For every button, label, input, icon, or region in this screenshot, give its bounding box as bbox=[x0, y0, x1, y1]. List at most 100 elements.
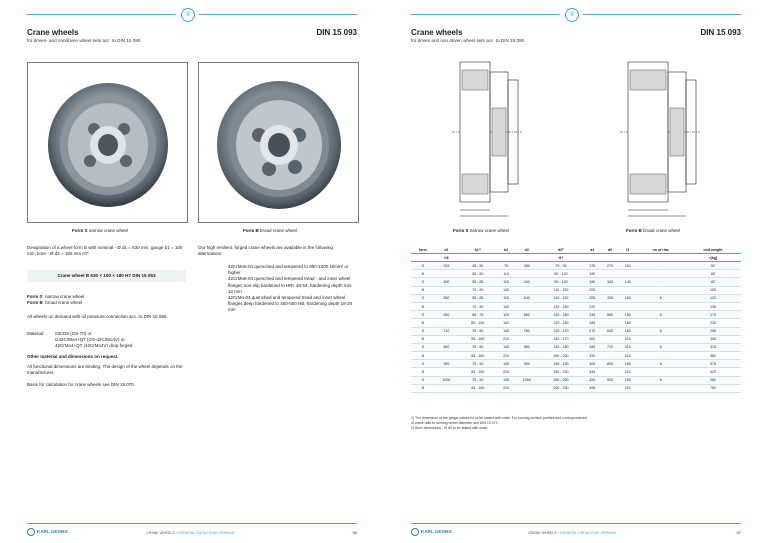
table-cell: 630 bbox=[601, 327, 619, 336]
table-cell: 45 - 50 bbox=[458, 261, 498, 271]
table-cell: 65 bbox=[684, 269, 741, 279]
table-cell: 540 bbox=[514, 294, 539, 303]
forged-alternatives: 42CrMo5-04 quenched and tempered to 850-… bbox=[228, 264, 353, 313]
drawing-caption: Form B broad crane wheel bbox=[626, 228, 681, 233]
table-cell bbox=[636, 384, 685, 394]
table-cell: 320 bbox=[583, 351, 602, 361]
table-cell: 345 bbox=[583, 367, 602, 377]
page-subtitle: for driven- and nondriven wheel sets acc… bbox=[27, 38, 141, 43]
column-unit bbox=[601, 253, 619, 262]
table-cell: 300 bbox=[583, 359, 602, 369]
table-cell: 75 - 90 bbox=[458, 343, 498, 353]
chapter-badge: ② bbox=[181, 8, 195, 22]
material-block: Material: GE420 (GS-70) or G42CrMo4+QT (… bbox=[27, 331, 133, 349]
column-header: b2 bbox=[497, 246, 515, 254]
table-cell: B bbox=[411, 302, 435, 312]
table-cell: S bbox=[411, 310, 435, 320]
table-cell: 6 bbox=[636, 376, 685, 385]
column-unit bbox=[411, 253, 435, 262]
table-cell: 800 bbox=[434, 343, 459, 353]
table-cell: 270 bbox=[601, 261, 619, 271]
table-cell bbox=[601, 302, 619, 312]
table-cell: S bbox=[411, 376, 435, 385]
table-cell: 375 bbox=[684, 359, 741, 369]
table-cell: 210 bbox=[618, 367, 637, 377]
table-cell: 140 - 180 bbox=[538, 343, 584, 353]
table-cell: 90 - 120 bbox=[538, 277, 584, 287]
table-cell: 120 bbox=[497, 310, 515, 320]
table-cell: - bbox=[636, 277, 685, 287]
column-header: no of ribs bbox=[636, 246, 685, 254]
table-cell: S bbox=[411, 327, 435, 336]
table-cell bbox=[434, 367, 459, 377]
column-unit bbox=[514, 253, 539, 262]
table-cell bbox=[601, 286, 619, 295]
footer-rule bbox=[411, 523, 741, 524]
table-cell: 140 bbox=[497, 327, 515, 336]
table-cell: 136 bbox=[684, 302, 741, 312]
column-header: l3 bbox=[618, 246, 637, 254]
table-cell: 110 - 130 bbox=[538, 294, 584, 303]
designation-text: Designation of a wheel form B with nomin… bbox=[27, 245, 183, 257]
table-cell: 256 bbox=[684, 327, 741, 336]
table-cell bbox=[514, 335, 539, 344]
table-cell: 350 bbox=[514, 261, 539, 271]
table-cell: 210 bbox=[497, 335, 515, 344]
table-cell: B bbox=[411, 367, 435, 377]
table-cell: 760 bbox=[684, 384, 741, 394]
table-cell: 285 bbox=[583, 343, 602, 353]
table-cell: 380 bbox=[684, 351, 741, 361]
column-unit bbox=[636, 253, 685, 262]
table-cell: 395 bbox=[583, 384, 602, 394]
table-cell: 210 bbox=[618, 351, 637, 361]
table-cell: 130 - 160 bbox=[538, 310, 584, 320]
column-unit bbox=[497, 253, 515, 262]
table-cell bbox=[618, 286, 637, 295]
footer-text: CRANE WHEELS • GENERAL CATALOGUE GERMAN bbox=[146, 531, 235, 535]
footer-text: CRANE WHEELS • GENERAL CATALOGUE GERMAN bbox=[528, 531, 617, 535]
table-cell: 170 bbox=[684, 310, 741, 320]
table-cell: 110 - 130 bbox=[538, 286, 584, 295]
table-cell bbox=[514, 318, 539, 328]
table-cell: 500 bbox=[434, 294, 459, 303]
table-cell: 140 bbox=[497, 359, 515, 369]
table-cell: 900 bbox=[434, 359, 459, 369]
table-cell: 190 bbox=[583, 277, 602, 287]
table-footnotes: 1) The dimension of the gauge values b1 … bbox=[411, 416, 588, 430]
table-cell: 80 - 100 bbox=[458, 318, 498, 328]
table-cell: 220 bbox=[583, 302, 602, 312]
table-cell: - bbox=[636, 261, 685, 271]
table-cell: 130 - 160 bbox=[538, 302, 584, 312]
table-cell bbox=[434, 318, 459, 328]
table-cell: 110 bbox=[497, 277, 515, 287]
column-header: d1 bbox=[434, 246, 459, 254]
table-cell: 210 bbox=[618, 343, 637, 353]
table-cell bbox=[636, 269, 685, 279]
binding-text: All functional dimensions are binding. T… bbox=[27, 364, 183, 376]
oil-pressure-text: All wheels on demand with oil pressure c… bbox=[27, 314, 168, 319]
table-cell bbox=[636, 351, 685, 361]
logo-icon bbox=[411, 528, 419, 536]
table-cell: S bbox=[411, 343, 435, 353]
column-unit bbox=[618, 253, 637, 262]
table-cell: S bbox=[411, 277, 435, 287]
table-cell: 175 bbox=[583, 261, 602, 271]
table-cell: 55 - 60 bbox=[458, 269, 498, 279]
table-cell: 140 bbox=[618, 277, 637, 287]
table-cell: 358 bbox=[684, 335, 741, 344]
top-rule bbox=[583, 14, 741, 15]
table-cell bbox=[601, 318, 619, 328]
column-unit bbox=[458, 253, 498, 262]
table-cell: 190 bbox=[618, 376, 637, 385]
table-cell: 120 bbox=[684, 294, 741, 303]
table-cell: 6 bbox=[636, 327, 685, 336]
table-cell: 285 bbox=[583, 318, 602, 328]
table-cell bbox=[618, 302, 637, 312]
